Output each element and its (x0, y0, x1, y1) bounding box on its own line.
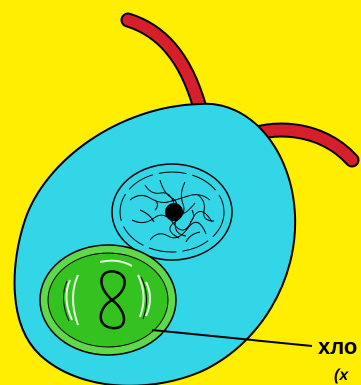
nucleolus (165, 203, 183, 221)
nucleus (112, 164, 232, 260)
chloroplast (40, 245, 176, 355)
flagellum-left (128, 20, 200, 108)
chloroplast-label: хло (318, 336, 357, 358)
chloroplast-sublabel: (х (334, 368, 348, 384)
